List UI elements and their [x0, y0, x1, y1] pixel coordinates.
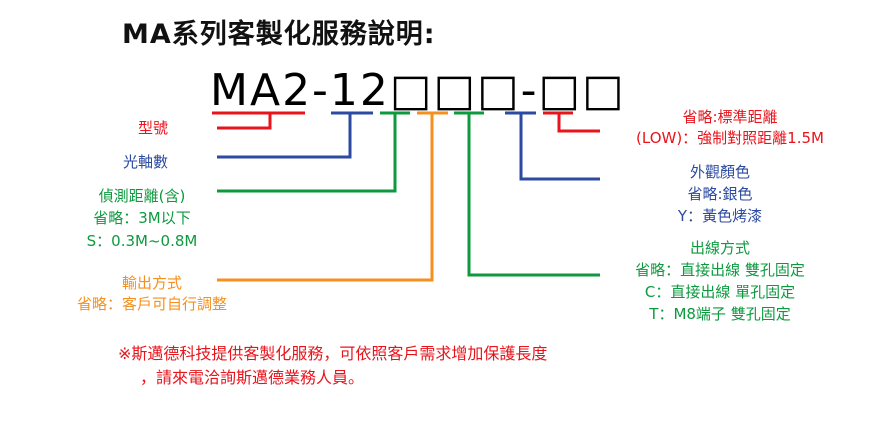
label-wiring-title: 出線方式 — [689, 239, 750, 257]
label-wiring-c: C：直接出線 單孔固定 — [644, 283, 796, 301]
green-line-wiring — [454, 111, 600, 277]
blue-line-color — [505, 111, 600, 181]
label-model: 型號 — [137, 119, 168, 137]
label-axes: 光軸數 — [122, 153, 168, 171]
label-range-default: 省略：3M以下 — [93, 209, 191, 227]
red-line-distance — [543, 111, 600, 133]
note-line-2: ，請來電洽詢斯邁德業務人員。 — [140, 368, 365, 387]
orange-line-output — [217, 111, 448, 282]
blue-line-axes — [217, 111, 373, 159]
label-output-default: 省略：客戶可自行調整 — [76, 295, 227, 313]
red-line-model — [212, 111, 305, 130]
label-distance-low: (LOW)：強制對照距離1.5M — [636, 129, 824, 147]
note-line-1: ※斯邁德科技提供客製化服務，可依照客戶需求增加保護長度 — [118, 344, 548, 363]
label-color-default: 省略:銀色 — [687, 185, 753, 203]
label-range-s: S：0.3M~0.8M — [86, 232, 198, 250]
label-range-title: 偵測距離(含) — [98, 187, 186, 205]
label-color-y: Y：黃色烤漆 — [677, 207, 763, 225]
model-code: MA2-12□□□-□□ — [210, 65, 626, 116]
label-color-title: 外觀顏色 — [689, 163, 750, 181]
label-wiring-t: T：M8端子 雙孔固定 — [649, 305, 791, 323]
label-distance-default: 省略:標準距離 — [682, 108, 778, 126]
label-wiring-default: 省略：直接出線 雙孔固定 — [635, 261, 805, 279]
green-line-range — [217, 111, 410, 193]
label-output-title: 輸出方式 — [121, 274, 182, 292]
page-title: MA系列客製化服務說明: — [122, 19, 436, 50]
